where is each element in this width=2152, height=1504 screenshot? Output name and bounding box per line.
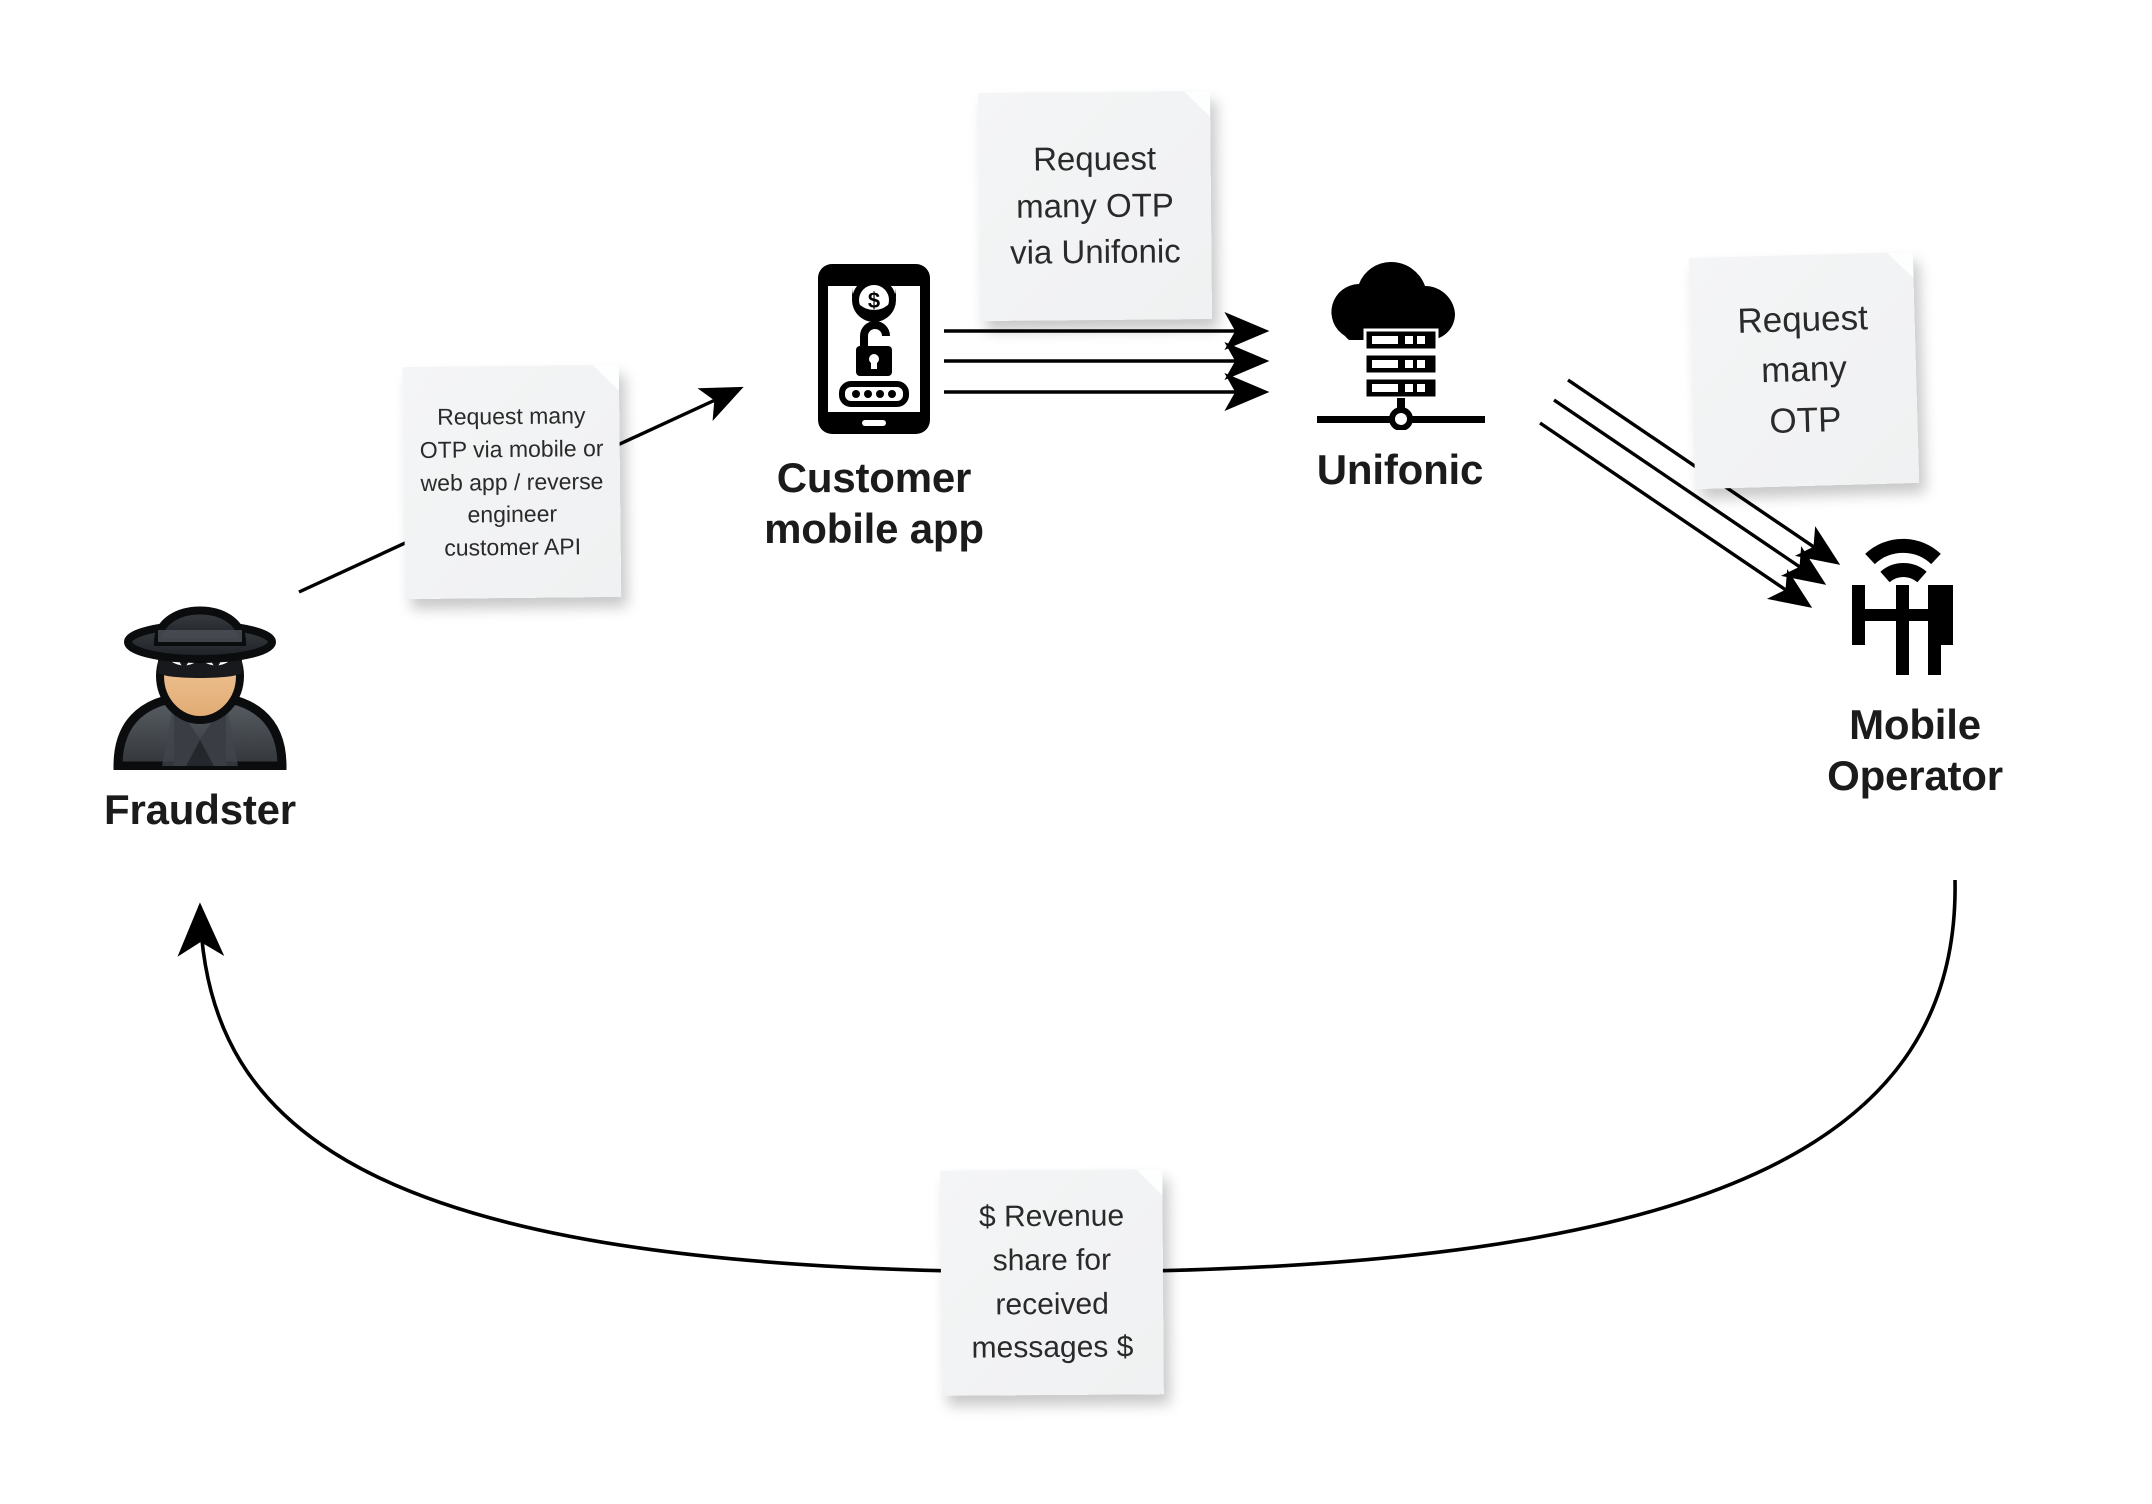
note-unifonic-to-operator-text: Request many OTP xyxy=(1736,298,1869,441)
note-operator-to-fraudster[interactable]: $ Revenue share for received messages $ xyxy=(940,1169,1164,1396)
note-app-to-unifonic-text: Request many OTP via Unifonic xyxy=(1009,139,1181,272)
note-fraudster-to-app[interactable]: Request many OTP via mobile or web app /… xyxy=(402,364,622,600)
node-fraudster[interactable]: Fraudster xyxy=(50,580,350,835)
note-operator-to-fraudster-text: $ Revenue share for received messages $ xyxy=(971,1199,1134,1365)
edge-app-to-unifonic xyxy=(944,311,1270,412)
cloud-server-icon xyxy=(1305,250,1495,431)
cell-tower-icon xyxy=(1840,525,1990,685)
note-fraudster-to-app-text: Request many OTP via mobile or web app /… xyxy=(419,402,604,561)
node-unifonic[interactable]: Unifonic xyxy=(1250,250,1550,495)
node-mobile-operator[interactable]: Mobile Operator xyxy=(1765,525,2065,801)
note-app-to-unifonic[interactable]: Request many OTP via Unifonic xyxy=(978,90,1212,322)
node-mobile-operator-label: Mobile Operator xyxy=(1827,701,2003,800)
node-unifonic-label: Unifonic xyxy=(1316,446,1484,493)
node-customer-mobile-app-label: Customer mobile app xyxy=(764,454,984,553)
node-fraudster-label: Fraudster xyxy=(104,786,296,833)
fraudster-icon xyxy=(100,580,300,771)
node-customer-mobile-app[interactable]: $ Customer mobile app xyxy=(724,260,1024,554)
mobile-app-icon: $ xyxy=(804,260,944,438)
svg-text:$: $ xyxy=(868,288,880,313)
note-unifonic-to-operator[interactable]: Request many OTP xyxy=(1688,251,1920,490)
